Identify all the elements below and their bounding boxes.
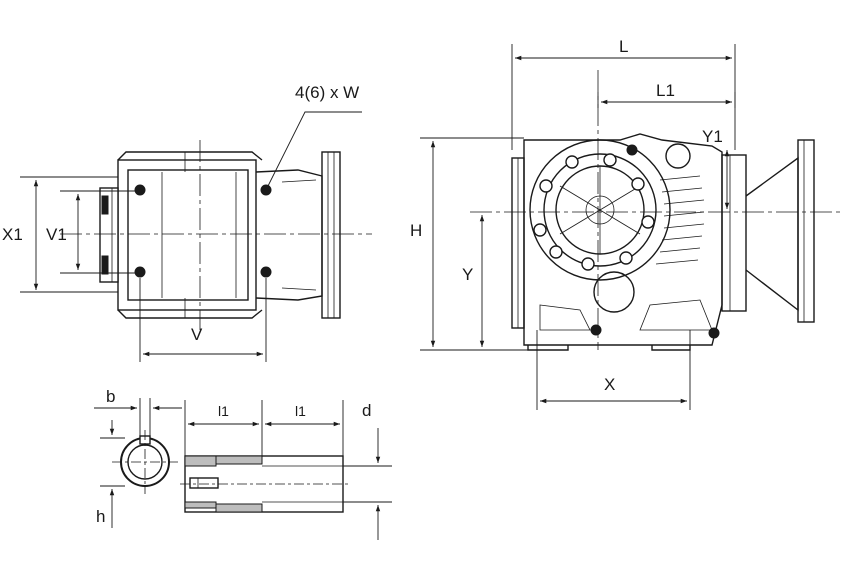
label-v: V	[191, 325, 203, 344]
hollow-shaft-section	[180, 455, 350, 513]
label-b: b	[106, 387, 115, 406]
label-v1: V1	[46, 225, 67, 244]
label-d: d	[362, 401, 371, 420]
label-y1: Y1	[702, 127, 723, 146]
label-y: Y	[462, 265, 473, 284]
label-x: X	[604, 375, 615, 394]
label-h: H	[410, 221, 422, 240]
label-l1-right: l1	[295, 403, 306, 419]
side-view-dimensions	[420, 44, 736, 410]
label-l1-left: l1	[218, 403, 229, 419]
label-x1: X1	[2, 225, 23, 244]
top-view-dimensions	[20, 176, 267, 362]
top-view	[60, 111, 372, 330]
label-l1: L1	[656, 81, 675, 100]
label-w: 4(6) x W	[295, 83, 359, 102]
shaft-dimensions	[94, 398, 392, 540]
side-view	[470, 70, 842, 351]
label-h-small: h	[96, 507, 105, 526]
hollow-shaft-end-view	[112, 430, 178, 494]
label-l: L	[619, 37, 628, 56]
